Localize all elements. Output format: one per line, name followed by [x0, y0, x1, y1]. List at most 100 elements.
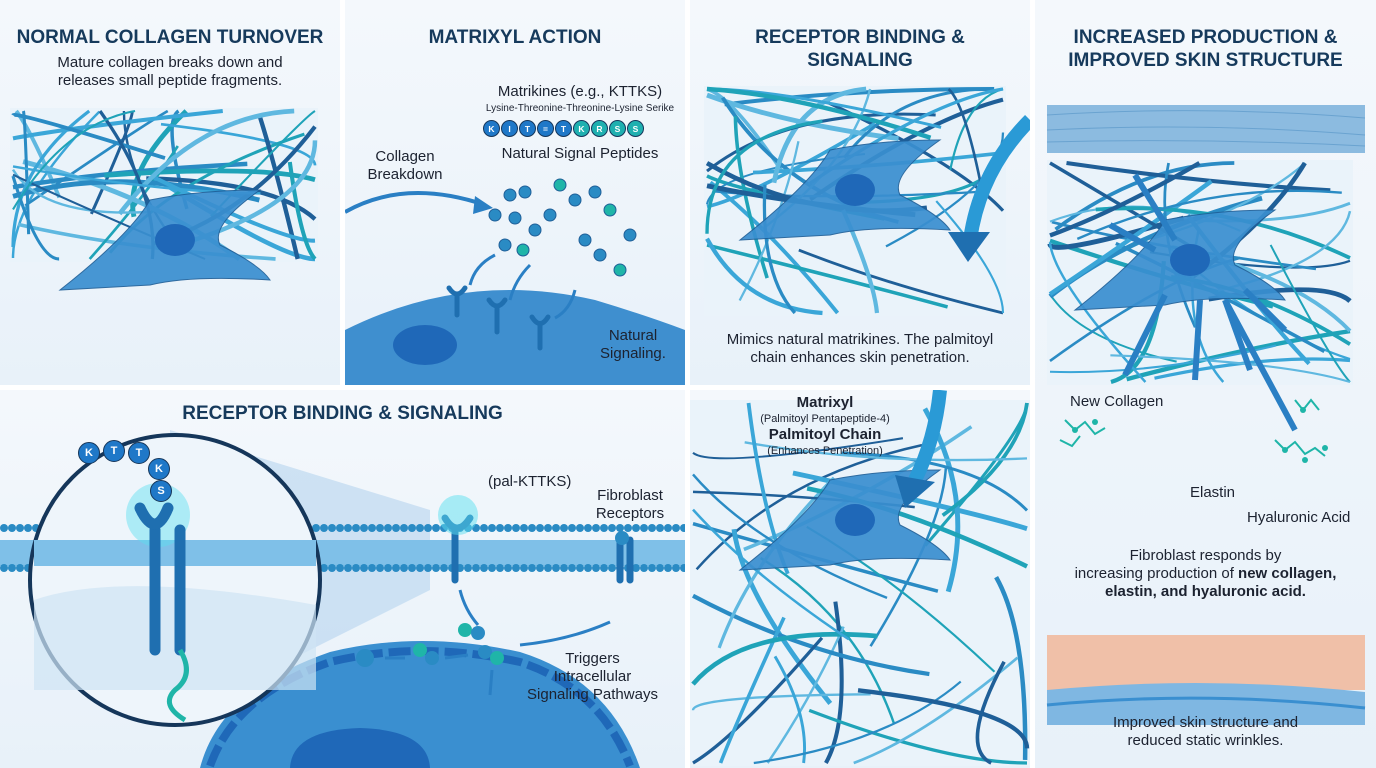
collagen-fiber: [691, 693, 871, 711]
panel-title: INCREASED PRODUCTION &IMPROVED SKIN STRU…: [1035, 26, 1376, 72]
text: Signaling Pathways: [527, 686, 658, 703]
panel-receptor-binding-top: RECEPTOR BINDING &SIGNALING Mimics natur…: [690, 0, 1030, 385]
text: Collagen: [375, 148, 435, 165]
collagen-fiber: [1048, 242, 1147, 383]
collagen-fiber: [843, 87, 991, 159]
caption-line: releases small peptide fragments.: [57, 72, 283, 89]
collagen-fiber: [12, 109, 136, 210]
peptide-bead: K: [78, 442, 100, 464]
collagen-fiber: [947, 88, 984, 192]
text: Palmitoyl Chain: [768, 426, 882, 443]
peptide-illustration: [345, 178, 685, 385]
text: Receptors: [595, 505, 665, 522]
text: Intracellular: [553, 668, 632, 685]
production-arrows: [1108, 173, 1298, 432]
text: Improved skin structure and: [1112, 714, 1299, 731]
collagen-fiber: [731, 528, 833, 705]
text: Fibroblast: [597, 487, 663, 504]
text: Signaling.: [600, 345, 666, 362]
text: (Palmitoyl Pentapeptide-4): [760, 413, 890, 425]
nucleus: [155, 224, 195, 256]
text: RECEPTOR BINDING &: [755, 27, 965, 48]
collagen-fiber: [771, 86, 867, 184]
panel-title: NORMAL COLLAGEN TURNOVER: [16, 27, 324, 48]
text: increasing production of: [1074, 565, 1239, 582]
text: INCREASED PRODUCTION &: [1073, 27, 1338, 48]
nucleus: [1170, 244, 1210, 276]
peptide-bead: I: [501, 120, 518, 137]
peptide-bead: T: [519, 120, 536, 137]
text: reduced static wrinkles.: [1127, 732, 1284, 749]
collagen-fiber: [117, 108, 295, 216]
caption-line: chain enhances skin penetration.: [750, 349, 970, 366]
panel-title: MATRIXYL ACTION: [428, 27, 602, 48]
collagen-fiber: [808, 708, 1028, 765]
peptide-bead: T: [103, 440, 125, 462]
collagen-fiber: [88, 145, 179, 260]
text: Breakdown: [367, 166, 443, 183]
collagen-fiber: [994, 576, 1028, 760]
collagen-fiber: [705, 119, 823, 234]
collagen-fiber: [1066, 160, 1331, 193]
peptide-bead: =: [537, 120, 554, 137]
text: IMPROVED SKIN STRUCTURE: [1068, 50, 1343, 71]
collagen-fiber: [695, 443, 923, 571]
text: SIGNALING: [807, 50, 913, 71]
collagen-fiber: [841, 451, 1029, 512]
new-collagen-label: New Collagen: [1070, 393, 1164, 410]
collagen-fiber: [692, 636, 824, 765]
collagen-fiber: [857, 688, 1030, 749]
collagen-fiber: [11, 109, 91, 248]
collagen-fiber: [21, 110, 31, 235]
peptide-bead: S: [150, 480, 172, 502]
caption-line: Mature collagen breaks down and: [57, 54, 283, 71]
panel-title: RECEPTOR BINDING &SIGNALING: [690, 26, 1030, 72]
panel-normal-collagen-turnover: NORMAL COLLAGEN TURNOVER Mature collagen…: [0, 0, 340, 385]
collagen-fiber-illustration: [704, 86, 1006, 316]
peptide-bead: R: [591, 120, 608, 137]
peptide-bead: T: [555, 120, 572, 137]
collagen-fiber: [691, 631, 878, 686]
hyaluronic-acid-label: Hyaluronic Acid: [1247, 509, 1351, 526]
text: Natural: [608, 327, 658, 344]
collagen-fiber: [706, 122, 876, 209]
membrane-illustration: [0, 430, 685, 768]
collagen-fiber: [935, 200, 1005, 314]
penetration-arrow: [948, 115, 1030, 262]
collagen-fiber: [287, 161, 317, 261]
collagen-fiber: [11, 175, 60, 261]
elastin-label: Elastin: [1190, 484, 1236, 501]
matrixyl-label: Matrixyl (Palmitoyl Pentapeptide-4) Palm…: [730, 394, 920, 458]
collagen-fiber: [709, 180, 840, 315]
collagen-fiber: [744, 441, 1028, 462]
text: Matrixyl: [796, 394, 854, 411]
matrikines-label: Matrikines (e.g., KTTKS): [497, 83, 663, 100]
peptide-bead: K: [483, 120, 500, 137]
collagen-fiber: [1048, 179, 1213, 297]
skin-structure-illustration: [1046, 105, 1366, 725]
peptide-bead: K: [148, 458, 170, 480]
text: elastin, and hyaluronic acid.: [1105, 583, 1306, 600]
sequence-label: Lysine-Threonine-Threonine-Lysine Serike: [485, 103, 675, 114]
collagen-fiber: [975, 660, 1006, 765]
peptide-bead: S: [627, 120, 644, 137]
text: Fibroblast responds by: [1129, 547, 1282, 564]
pal-kttks-label: (pal-KTTKS): [488, 473, 572, 490]
collagen-fiber: [762, 184, 797, 315]
nucleus: [835, 174, 875, 206]
collagen-fiber-illustration: [690, 400, 1030, 766]
collagen-fiber: [1110, 354, 1351, 384]
panel-increased-production: INCREASED PRODUCTION &IMPROVED SKIN STRU…: [1035, 0, 1376, 768]
collagen-fiber: [11, 168, 151, 214]
collagen-fiber: [798, 248, 1004, 315]
collagen-fiber: [89, 110, 134, 215]
peptide-bead: T: [128, 442, 150, 464]
response-text: Fibroblast responds by increasing produc…: [1035, 547, 1376, 601]
natural-peptides-label: Natural Signal Peptides: [501, 145, 659, 162]
panel-matrixyl-penetration: Matrixyl (Palmitoyl Pentapeptide-4) Palm…: [690, 390, 1030, 768]
collagen-fiber: [766, 626, 845, 764]
